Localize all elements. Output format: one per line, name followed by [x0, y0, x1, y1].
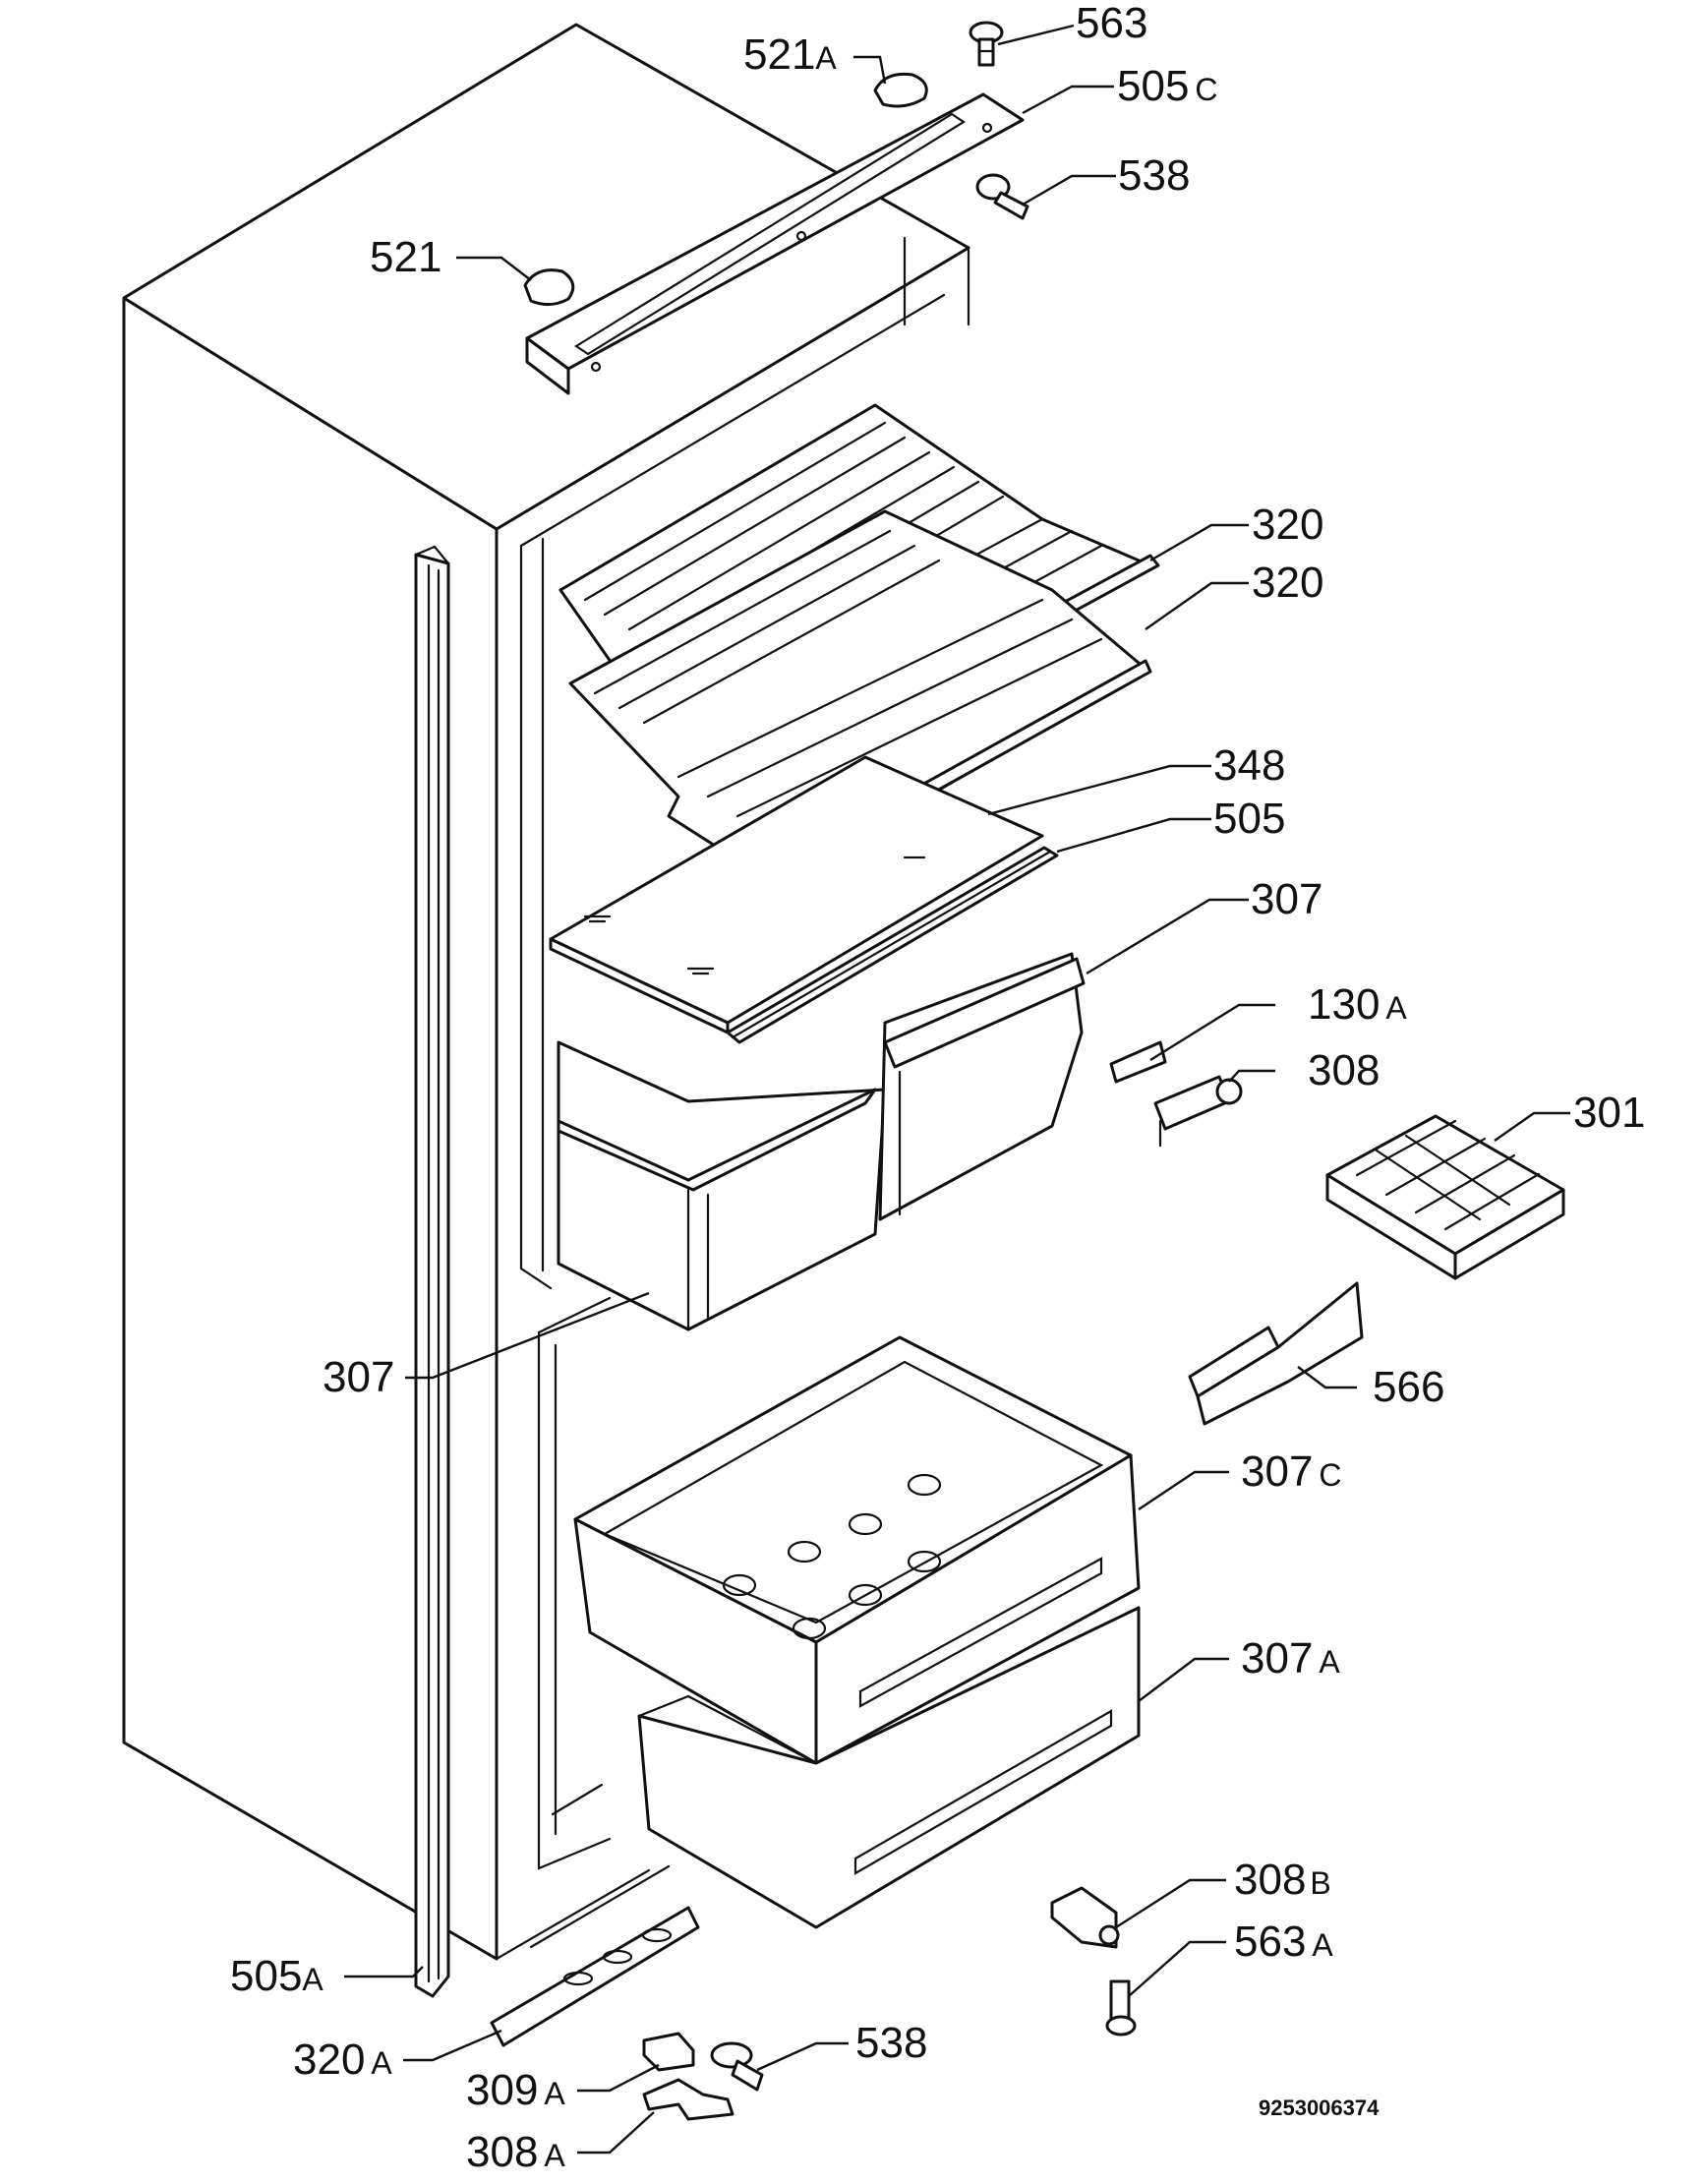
ice-cube-tray: [1325, 1114, 1565, 1280]
refrigerator-cabinet: [122, 23, 970, 1961]
hinge-bushing-538-top: [975, 173, 1029, 220]
label-538-top: 538: [1118, 151, 1190, 200]
hinge-bushing-538-bottom: [710, 2041, 764, 2092]
label-307-left: 307: [323, 1353, 394, 1401]
cover-cap-521: [523, 268, 575, 306]
label-521: 521: [370, 233, 441, 281]
hinge-bracket-130A: [1109, 1040, 1167, 1084]
label-348: 348: [1213, 741, 1285, 790]
hinge-pin-563: [969, 21, 1004, 67]
door-seal-gasket: [414, 545, 450, 1998]
leader-lines: [344, 24, 1570, 2154]
label-320-a: 320: [1252, 501, 1323, 549]
cover-cap-521A: [873, 72, 928, 108]
label-307-right: 307: [1251, 875, 1322, 923]
label-505: 505: [1213, 795, 1285, 843]
drawing-code: 9253006374: [1259, 2095, 1380, 2120]
label-505a: 505A: [230, 1952, 323, 2000]
crisper-drawer-left: [557, 1040, 887, 1331]
ice-scraper: [1188, 1281, 1364, 1426]
hinge-308: [1153, 1075, 1243, 1148]
label-566: 566: [1373, 1363, 1444, 1411]
freezer-drawer-lower: [637, 1606, 1141, 1929]
label-320-b: 320: [1252, 559, 1323, 607]
label-563-top: 563: [1076, 0, 1147, 47]
bottom-hinge-320A: [490, 1906, 700, 2047]
label-538-bottom: 538: [855, 2019, 927, 2067]
label-521a: 521A: [743, 30, 837, 79]
freezer-drawer-upper: [573, 1335, 1141, 1765]
hinge-pin-563A: [1105, 1979, 1137, 2036]
label-301: 301: [1573, 1089, 1645, 1137]
label-308: 308: [1308, 1046, 1380, 1094]
shelf-trim-strip: [726, 846, 1059, 1044]
top-hinge-plate: [525, 92, 1025, 395]
crisper-drawer-right: [878, 952, 1086, 1221]
hinge-308B: [1050, 1886, 1120, 1949]
cover-cap-309A: [642, 2032, 695, 2072]
hinge-308A: [642, 2078, 734, 2121]
